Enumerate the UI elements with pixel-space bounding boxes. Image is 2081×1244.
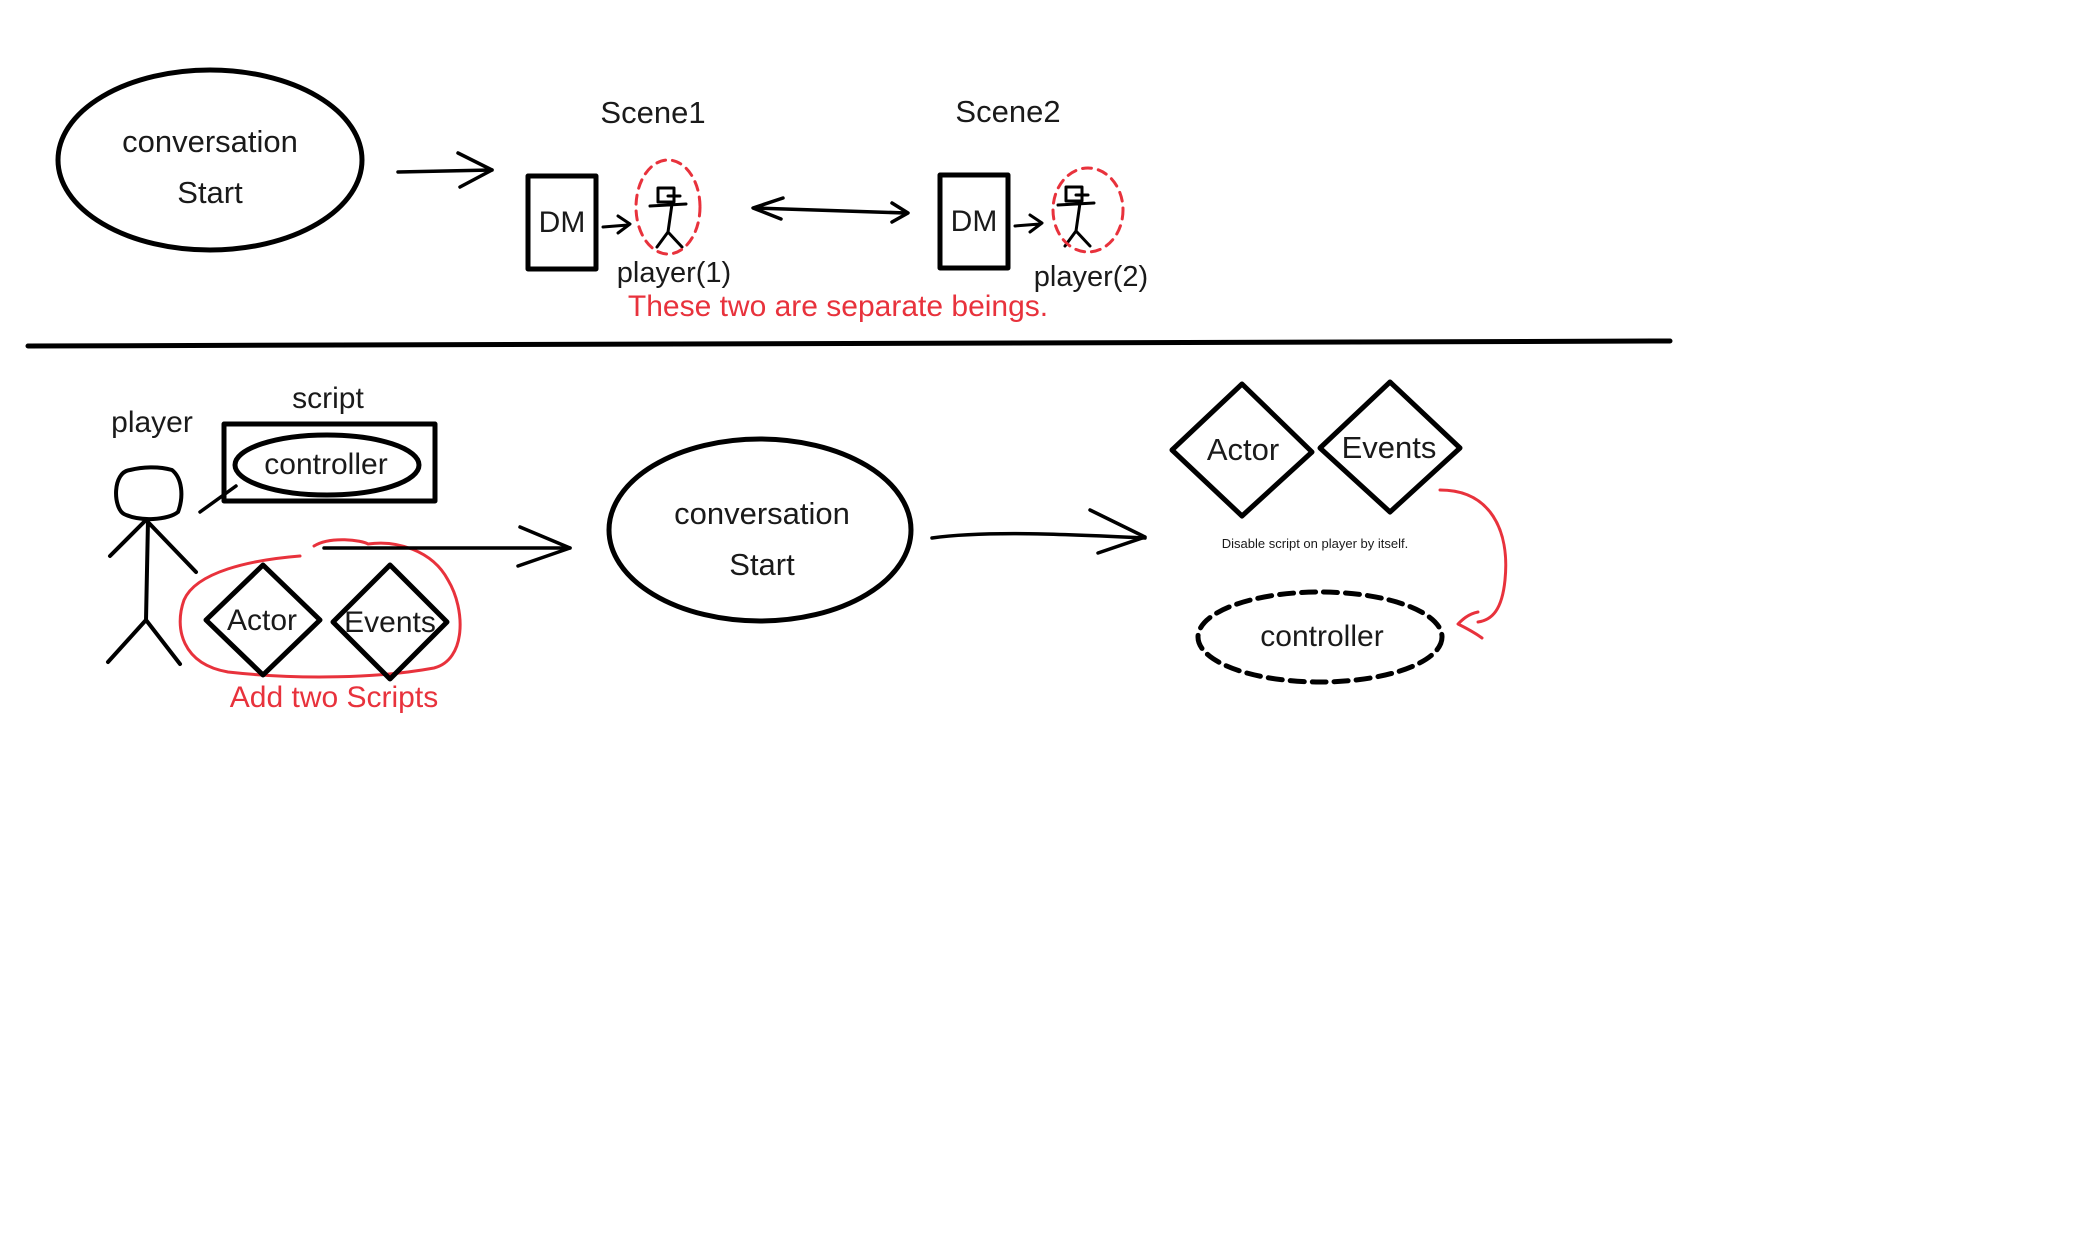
player-stick-figure — [106, 465, 238, 666]
scene2-player-highlight — [1051, 166, 1125, 254]
result-actor-diamond — [1169, 381, 1315, 519]
script-label: script — [292, 382, 364, 415]
script-box-frame — [221, 421, 438, 504]
scene2-dm-arrow — [1013, 213, 1044, 234]
arrow-start-to-scene1 — [396, 151, 494, 189]
scene2-title: Scene2 — [955, 94, 1060, 129]
disabled-controller-ellipse — [1195, 589, 1445, 685]
result-group: Actor Events Disable script on player by… — [1169, 379, 1508, 685]
result-events-diamond — [1317, 379, 1463, 515]
result-actor-label: Actor — [1207, 432, 1279, 467]
scene2-dm-label: DM — [951, 205, 998, 238]
start-ellipse-shape — [55, 67, 365, 253]
disable-arrow — [1438, 488, 1508, 640]
top-conversation-start: conversation Start — [55, 67, 365, 253]
scene2-dm-box — [937, 172, 1011, 271]
events-label: Events — [344, 606, 436, 639]
scene1-player-highlight — [634, 158, 702, 256]
arrow-scripts-to-start — [322, 525, 572, 568]
add-scripts-group: Actor Events — [178, 538, 462, 682]
actor-label: Actor — [227, 604, 297, 637]
section-divider — [25, 338, 1673, 349]
scene1-dm-arrow — [601, 214, 632, 235]
bottom-start-line1: conversation — [674, 496, 850, 531]
player-label: player — [111, 406, 193, 439]
arrow-start-to-result — [930, 508, 1147, 555]
scene1-dm-label: DM — [539, 206, 586, 239]
bottom-start-line2: Start — [729, 547, 795, 582]
actor-diamond — [203, 562, 323, 678]
double-arrow-scenes — [751, 196, 910, 224]
script-box: controller — [221, 421, 438, 504]
disabled-controller-label: controller — [1260, 620, 1383, 653]
scene1-player-label: player(1) — [617, 257, 731, 289]
disable-script-note: Disable script on player by itself. — [1222, 536, 1408, 551]
scene1-player-figure — [634, 158, 702, 256]
scene1-title: Scene1 — [600, 95, 705, 130]
scene2-group: Scene2 DM player(2) — [937, 94, 1148, 293]
start-line1: conversation — [122, 124, 298, 159]
controller-ellipse — [232, 432, 422, 498]
scene1-group: Scene1 DM player(1) — [525, 95, 731, 289]
controller-label: controller — [264, 448, 387, 481]
scene2-player-figure — [1051, 166, 1125, 254]
separate-beings-note: These two are separate beings. — [628, 290, 1048, 323]
add-scripts-note: Add two Scripts — [230, 681, 438, 714]
events-diamond — [330, 562, 450, 682]
bottom-conversation-start: conversation Start — [606, 436, 914, 624]
result-events-label: Events — [1342, 430, 1437, 465]
start-line2: Start — [177, 175, 243, 210]
scene2-player-label: player(2) — [1034, 261, 1148, 293]
bottom-start-ellipse-shape — [606, 436, 914, 624]
scene1-dm-box — [525, 173, 599, 272]
